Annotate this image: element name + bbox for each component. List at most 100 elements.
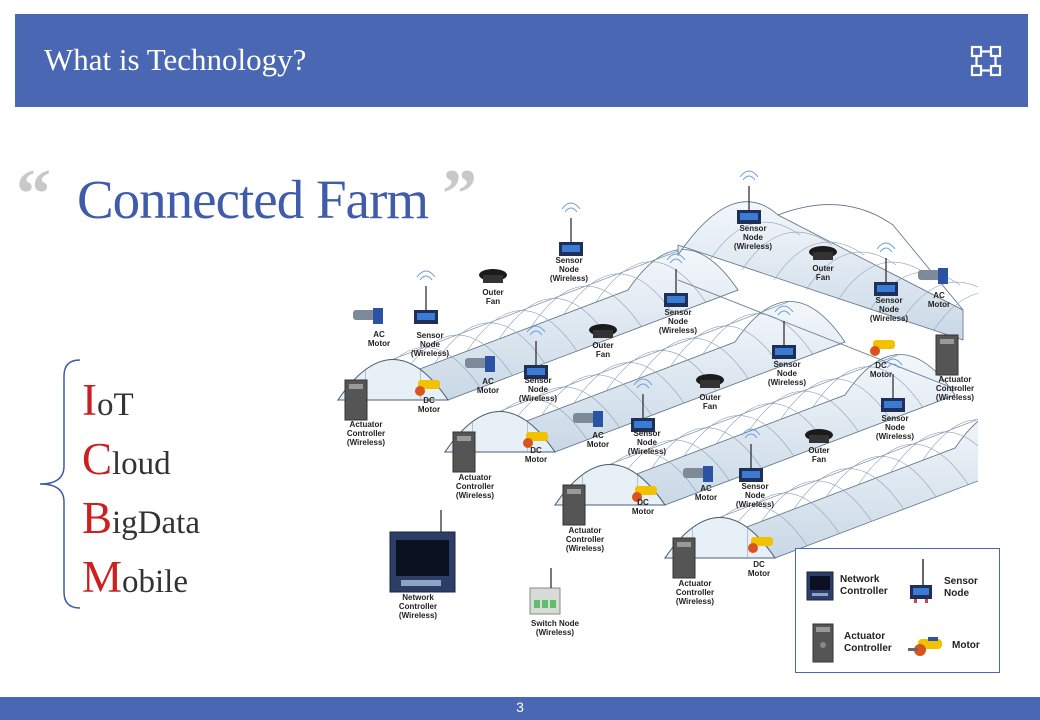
- greenhouse-rib: [761, 480, 872, 522]
- outer-fan-icon: [809, 246, 837, 260]
- motor-icon: [908, 637, 942, 656]
- greenhouse-rib: [466, 310, 578, 352]
- wireless-icon: [561, 202, 581, 210]
- wireless-icon: [666, 253, 686, 261]
- greenhouse-rib: [812, 366, 924, 408]
- greenhouse-rib: [638, 338, 749, 379]
- greenhouse-rib: [933, 293, 978, 331]
- tech-item-mobile: Mobile: [82, 551, 200, 610]
- slide-title: What is Technology?: [44, 42, 307, 77]
- legend-label: Network Controller: [840, 573, 888, 598]
- greenhouse-rib: [837, 261, 929, 301]
- legend-motor: Motor: [908, 635, 980, 657]
- sensor-node-icon: [559, 202, 583, 256]
- tech-initial: C: [82, 434, 113, 484]
- ac-motor-icon: [465, 356, 495, 372]
- sensor-node-icon: [664, 253, 688, 307]
- header-bar: What is Technology?: [15, 14, 1028, 107]
- dc-motor-icon: [870, 340, 895, 356]
- greenhouse-rib: [702, 313, 814, 355]
- ac-motor-icon: [683, 466, 713, 482]
- main-title: Connected Farm: [77, 169, 429, 230]
- greenhouse-rib: [509, 386, 620, 428]
- greenhouse-rib: [531, 286, 642, 327]
- greenhouse-rib: [683, 415, 795, 457]
- greenhouse-rib: [748, 391, 859, 432]
- actuator-controller-icon: [344, 379, 368, 421]
- sensor-node-icon: [739, 428, 763, 482]
- greenhouse-rib: [793, 468, 905, 510]
- tech-initial: M: [82, 552, 123, 602]
- sensor-node-icon: [910, 559, 932, 603]
- greenhouse-rib: [715, 403, 827, 445]
- tech-rest: oT: [97, 387, 134, 423]
- legend-label: Motor: [952, 639, 980, 651]
- ac-motor-icon: [353, 308, 383, 324]
- greenhouse-rib: [922, 419, 978, 461]
- greenhouse-rib: [541, 374, 652, 416]
- wireless-icon: [633, 378, 653, 386]
- wireless-icon: [879, 247, 893, 253]
- technology-list: IoT Cloud BigData Mobile: [82, 374, 200, 610]
- dc-motor-icon: [523, 432, 548, 448]
- device-group: [344, 170, 959, 615]
- greenhouse: [677, 279, 959, 391]
- greenhouse-rib: [605, 350, 717, 392]
- tech-item-bigdata: BigData: [82, 492, 200, 551]
- wireless-icon: [886, 363, 900, 369]
- greenhouse-rib: [670, 325, 781, 367]
- greenhouse-front: [777, 204, 964, 311]
- curly-brace: [39, 359, 81, 609]
- sensor-node-icon: [737, 170, 761, 224]
- tech-initial: I: [82, 375, 97, 425]
- legend-network-controller: Network Controller: [806, 571, 900, 601]
- greenhouse-rib: [741, 231, 833, 271]
- network-controller-icon: [806, 571, 834, 601]
- wireless-icon: [744, 433, 758, 439]
- greenhouse-rib: [651, 427, 762, 469]
- greenhouse-ridge: [719, 418, 978, 518]
- wireless-icon: [419, 275, 433, 281]
- sensor-node-icon: [414, 270, 438, 324]
- tech-rest: loud: [112, 446, 171, 482]
- wireless-icon: [883, 358, 903, 366]
- switch-node-label: Switch Node(Wireless): [531, 619, 580, 637]
- network-controller-icon: [389, 510, 456, 593]
- actuator-controller-icon: [452, 431, 476, 473]
- wireless-icon: [742, 175, 756, 181]
- sensor-node-icon: [524, 325, 548, 379]
- greenhouse-ridge: [677, 279, 959, 391]
- tech-rest: igData: [112, 505, 200, 541]
- sensor-node-icon: [874, 242, 898, 296]
- sensor-node-icon: [772, 305, 796, 359]
- quote-close-mark: ”: [442, 156, 477, 233]
- legend-label: Sensor Node: [944, 575, 978, 600]
- greenhouse-rib: [890, 431, 978, 473]
- outer-fan-icon: [479, 269, 507, 283]
- legend-actuator-controller: Actuator Controller: [812, 623, 904, 663]
- greenhouse-rib: [825, 456, 937, 498]
- greenhouse-rib: [780, 378, 891, 420]
- greenhouse-rib: [498, 298, 610, 340]
- tech-initial: B: [82, 493, 113, 543]
- tech-item-iot: IoT: [82, 374, 200, 433]
- tech-rest: obile: [122, 564, 188, 600]
